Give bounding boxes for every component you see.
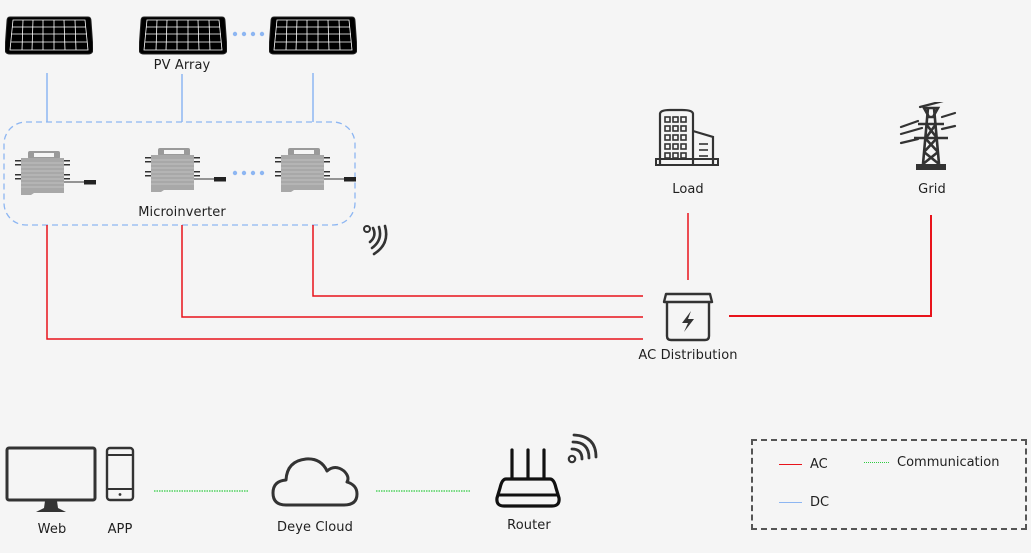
web-label: Web <box>37 522 67 537</box>
microinverter-group-boundary <box>3 121 356 226</box>
microinverter-icon <box>15 151 96 195</box>
solar-panel-icon <box>139 16 227 55</box>
cloud-label: Deye Cloud <box>277 520 353 535</box>
ac-line-swatch <box>779 464 802 465</box>
building-icon <box>655 108 719 166</box>
legend: AC Communication DC <box>751 439 1027 530</box>
legend-item-dc: DC <box>779 495 829 510</box>
microinverter-icon <box>145 148 226 192</box>
ac-line-micro-1 <box>46 225 643 340</box>
legend-label-ac: AC <box>810 457 828 472</box>
router-label: Router <box>507 518 551 533</box>
legend-label-communication: Communication <box>897 455 1000 470</box>
legend-item-ac: AC <box>779 457 828 472</box>
wireless-signal-icon <box>363 224 388 256</box>
cloud-icon <box>271 457 359 507</box>
router-icon <box>495 448 561 508</box>
wifi-signal-icon <box>567 433 598 464</box>
grid-label: Grid <box>918 182 946 197</box>
microinverter-label: Microinverter <box>138 205 226 220</box>
ac-line-micro-2 <box>181 225 643 318</box>
solar-panel-icon <box>5 16 93 55</box>
pv-array-label: PV Array <box>153 58 211 73</box>
app-label: APP <box>107 522 133 537</box>
power-tower-icon <box>899 102 957 170</box>
communication-line-swatch <box>864 462 889 463</box>
monitor-icon <box>5 446 97 512</box>
microinverter-icon <box>275 148 356 192</box>
ac-line-grid <box>729 215 932 317</box>
dc-line-swatch <box>779 502 802 503</box>
legend-item-communication: Communication <box>864 455 999 470</box>
solar-panel-icon <box>269 16 357 55</box>
ac-line-micro-3 <box>312 225 643 297</box>
ac-distribution-label: AC Distribution <box>638 348 738 363</box>
load-label: Load <box>672 182 704 197</box>
pv-ellipsis-icon <box>232 31 265 37</box>
distribution-box-icon <box>662 292 714 342</box>
phone-icon <box>105 446 135 502</box>
legend-label-dc: DC <box>810 495 830 510</box>
microinverter-ellipsis-icon <box>232 170 265 176</box>
